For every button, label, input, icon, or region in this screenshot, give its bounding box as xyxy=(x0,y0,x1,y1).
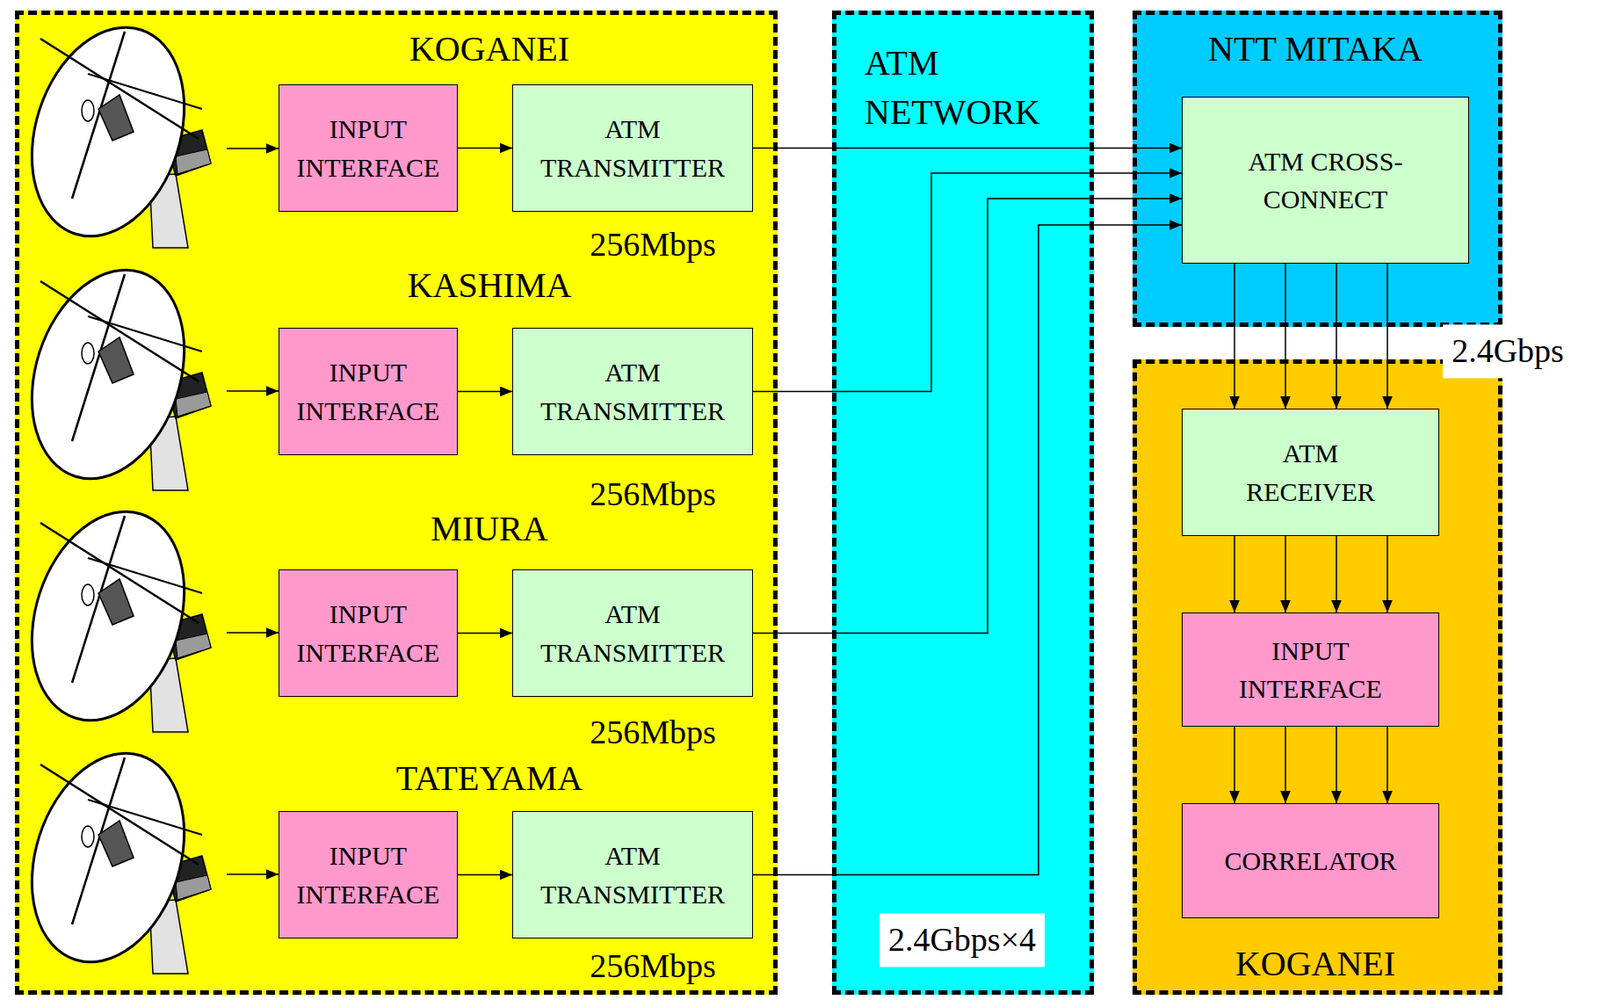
process-box: INPUT INTERFACE xyxy=(278,84,458,212)
signal-connector xyxy=(752,224,1182,876)
process-box: ATM TRANSMITTER xyxy=(512,84,753,212)
region-label: ATM NETWORK xyxy=(864,38,1085,138)
region-label-holder: TATEYAMA xyxy=(396,753,583,804)
box-label: ATM CROSS-CONNECT xyxy=(1207,142,1445,219)
region-panel: ATM NETWORK 2.4Gbps×4 xyxy=(832,10,1094,995)
process-box: ATM TRANSMITTER xyxy=(512,810,753,939)
region-panel: KOGANEI ATM RECEIVER INPUT INTERFACE CORREL… xyxy=(1132,359,1503,995)
signal-connector xyxy=(1335,726,1338,804)
process-box: ATM CROSS-CONNECT xyxy=(1181,96,1470,264)
signal-connector xyxy=(1284,726,1287,804)
process-box: CORRELATOR xyxy=(1181,803,1440,919)
antenna-icon xyxy=(6,733,211,983)
rate-label: 2.4Gbps xyxy=(1442,324,1573,378)
region-label: KOGANEI xyxy=(409,24,570,74)
signal-connector xyxy=(1386,263,1389,409)
box-label: ATM TRANSMITTER xyxy=(522,594,743,672)
process-box: INPUT INTERFACE xyxy=(278,810,458,939)
region-label-holder: NTT MITAKA xyxy=(1208,24,1423,74)
region-label: NTT MITAKA xyxy=(1208,24,1423,74)
region-fill xyxy=(1132,10,1503,327)
antenna-icon xyxy=(6,7,211,257)
rate-label-holder: 256Mbps xyxy=(589,470,717,518)
signal-connector xyxy=(1386,535,1389,613)
region-label-holder: 2.4Gbps×4 xyxy=(879,912,1045,967)
signal-connector xyxy=(457,390,513,393)
rate-label: 256Mbps xyxy=(589,942,717,990)
signal-connector xyxy=(752,173,1182,392)
feed-arrow xyxy=(226,390,279,392)
box-label: INPUT INTERFACE xyxy=(289,353,448,430)
signal-connector xyxy=(1284,535,1287,613)
feed-arrow xyxy=(226,873,279,876)
signal-connector xyxy=(457,147,513,150)
box-label: ATM TRANSMITTER xyxy=(522,353,743,430)
box-label: ATM TRANSMITTER xyxy=(522,109,743,187)
rate-label: 256Mbps xyxy=(589,221,717,268)
region-label-holder: MIURA xyxy=(430,504,548,554)
feed-arrow xyxy=(226,631,279,634)
region-label-holder: ATM NETWORK xyxy=(864,38,1085,138)
region-fills xyxy=(14,10,1503,995)
region-label-holder: KOGANEI xyxy=(1235,939,1396,989)
signal-connector xyxy=(1233,263,1236,409)
process-box: ATM RECEIVER xyxy=(1181,408,1440,536)
signal-connector xyxy=(1335,535,1338,613)
feed-arrow xyxy=(226,147,279,150)
signal-connector xyxy=(1386,726,1389,804)
signal-connector xyxy=(1233,726,1236,804)
region-fill xyxy=(1132,359,1503,995)
box-label: INPUT INTERFACE xyxy=(289,109,448,187)
region-label: KASHIMA xyxy=(407,260,572,311)
region-label-holder: KASHIMA xyxy=(407,260,572,311)
region-label-holder: KOGANEI xyxy=(409,24,570,74)
process-box: INPUT INTERFACE xyxy=(278,327,458,456)
box-label: INPUT INTERFACE xyxy=(289,594,448,672)
region-panel: NTT MITAKA ATM CROSS-CONNECT xyxy=(1132,10,1503,327)
process-box: INPUT INTERFACE xyxy=(278,569,458,697)
process-box: ATM TRANSMITTER xyxy=(512,327,753,456)
box-label: CORRELATOR xyxy=(1223,841,1397,881)
antenna-icon xyxy=(6,492,211,741)
rate-label-holder: 256Mbps xyxy=(589,942,717,990)
region-label: KOGANEI xyxy=(1235,939,1396,989)
box-label: ATM TRANSMITTER xyxy=(522,836,743,913)
signal-connector xyxy=(752,198,1182,634)
signal-connector xyxy=(752,147,1182,150)
box-label: INPUT INTERFACE xyxy=(289,836,448,913)
signal-connector xyxy=(457,632,513,635)
signal-connector xyxy=(1284,263,1287,409)
rate-label-holder: 2.4Gbps xyxy=(1442,324,1573,378)
rate-label: 256Mbps xyxy=(589,470,717,518)
rate-label: 256Mbps xyxy=(589,709,717,756)
rate-label-holder: 256Mbps xyxy=(589,709,717,756)
process-box: ATM TRANSMITTER xyxy=(512,569,753,697)
region-fill xyxy=(832,10,1094,995)
region-label: MIURA xyxy=(430,504,548,554)
antenna-group xyxy=(6,7,211,983)
feed-arrows xyxy=(226,148,279,875)
region-label: 2.4Gbps×4 xyxy=(879,912,1045,967)
box-label: INPUT INTERFACE xyxy=(1214,631,1408,709)
process-box: INPUT INTERFACE xyxy=(1181,612,1440,727)
region-label: TATEYAMA xyxy=(396,753,583,804)
antenna-icon xyxy=(6,250,211,500)
signal-connector xyxy=(1233,535,1236,613)
rate-label-holder: 256Mbps xyxy=(589,221,717,268)
signal-connector xyxy=(1335,263,1338,409)
box-label: ATM RECEIVER xyxy=(1218,434,1404,511)
signal-connector xyxy=(457,874,513,877)
